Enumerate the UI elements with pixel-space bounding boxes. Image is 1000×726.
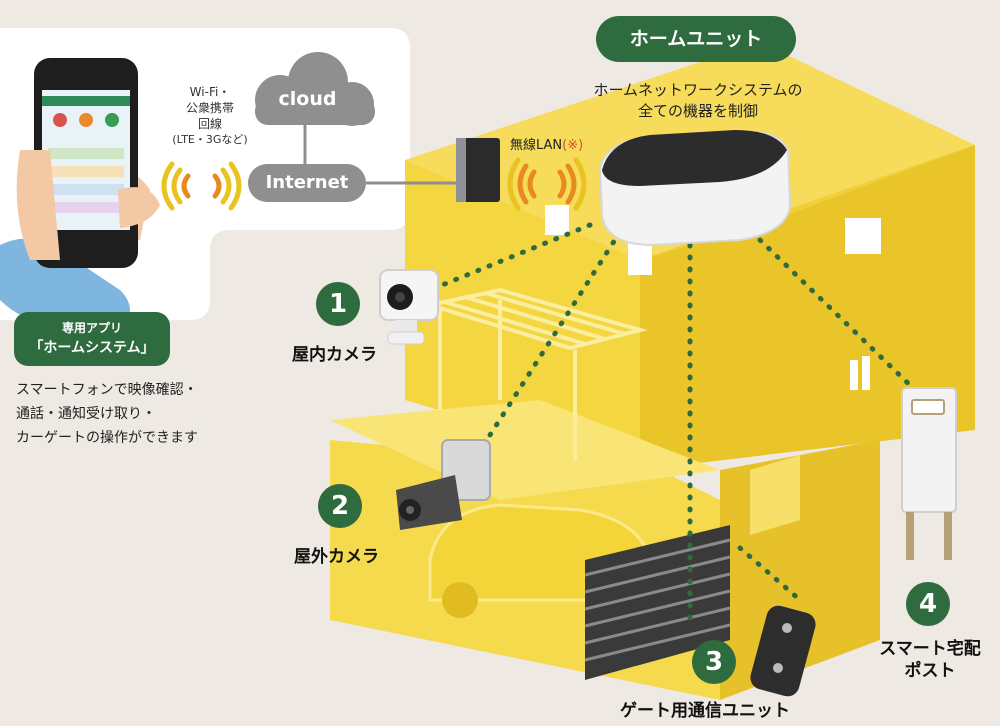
app-desc-line3: カーゲートの操作ができます: [16, 430, 198, 446]
device-label-delivery-post: スマート宅配 ポスト: [870, 638, 990, 682]
wireless-lan-label: 無線LAN(※): [510, 134, 583, 153]
device-label-indoor-camera: 屋内カメラ: [292, 345, 377, 365]
connection-lines: [427, 222, 918, 623]
home-unit-device: [598, 130, 792, 247]
home-unit-title-badge: ホームユニット: [596, 16, 796, 62]
wireless-lan-text: 無線LAN: [510, 138, 563, 153]
app-desc-line2: 通話・通知受け取り・: [16, 406, 156, 422]
device-number-4: 4: [906, 582, 950, 626]
wireless-lan-note: (※): [562, 138, 584, 153]
internet-label: Internet: [265, 172, 349, 193]
device-number-2: 2: [318, 484, 362, 528]
device-number-1: 1: [316, 282, 360, 326]
home-unit-title: ホームユニット: [629, 28, 763, 50]
indoor-camera-device: [379, 269, 439, 345]
app-badge: 専用アプリ 「ホームシステム」: [14, 312, 170, 366]
app-badge-line1: 専用アプリ: [61, 321, 122, 335]
app-badge-line2: 「ホームシステム」: [29, 340, 155, 356]
app-desc-line1: スマートフォンで映像確認・: [16, 382, 198, 398]
wifi-line1: Wi-Fi・: [189, 85, 231, 99]
outdoor-camera-device: [396, 439, 491, 530]
cloud-shape: [255, 52, 375, 126]
app-description: スマートフォンで映像確認・ 通話・通知受け取り・ カーゲートの操作ができます: [16, 378, 198, 450]
car-gate: [584, 525, 731, 680]
wifi-line4: (LTE・3Gなど): [172, 133, 248, 146]
wifi-carrier-label: Wi-Fi・ 公衆携帯 回線 (LTE・3Gなど): [160, 84, 260, 148]
home-unit-desc-line1: ホームネットワークシステムの: [593, 81, 803, 99]
delivery-post-line2: ポスト: [904, 661, 956, 681]
smartphone-illustration: [0, 58, 160, 330]
device-label-outdoor-camera: 屋外カメラ: [294, 547, 379, 567]
home-unit-desc-line2: 全ての機器を制御: [637, 102, 758, 120]
wifi-line3: 回線: [197, 117, 222, 131]
gate-unit-device: [750, 605, 816, 697]
home-unit-description: ホームネットワークシステムの 全ての機器を制御: [580, 80, 816, 122]
device-number-3: 3: [692, 640, 736, 684]
internet-box: [248, 164, 366, 202]
cloud-label: cloud: [278, 88, 337, 110]
delivery-post-line1: スマート宅配: [879, 639, 981, 659]
wifi-signal-icon-left: [161, 161, 242, 211]
delivery-post-device: [901, 387, 957, 560]
router-device: [456, 138, 500, 202]
device-label-gate-unit: ゲート用通信ユニット: [620, 701, 790, 721]
wifi-signal-icon-right: [507, 157, 587, 211]
wifi-line2: 公衆携帯: [185, 101, 234, 115]
